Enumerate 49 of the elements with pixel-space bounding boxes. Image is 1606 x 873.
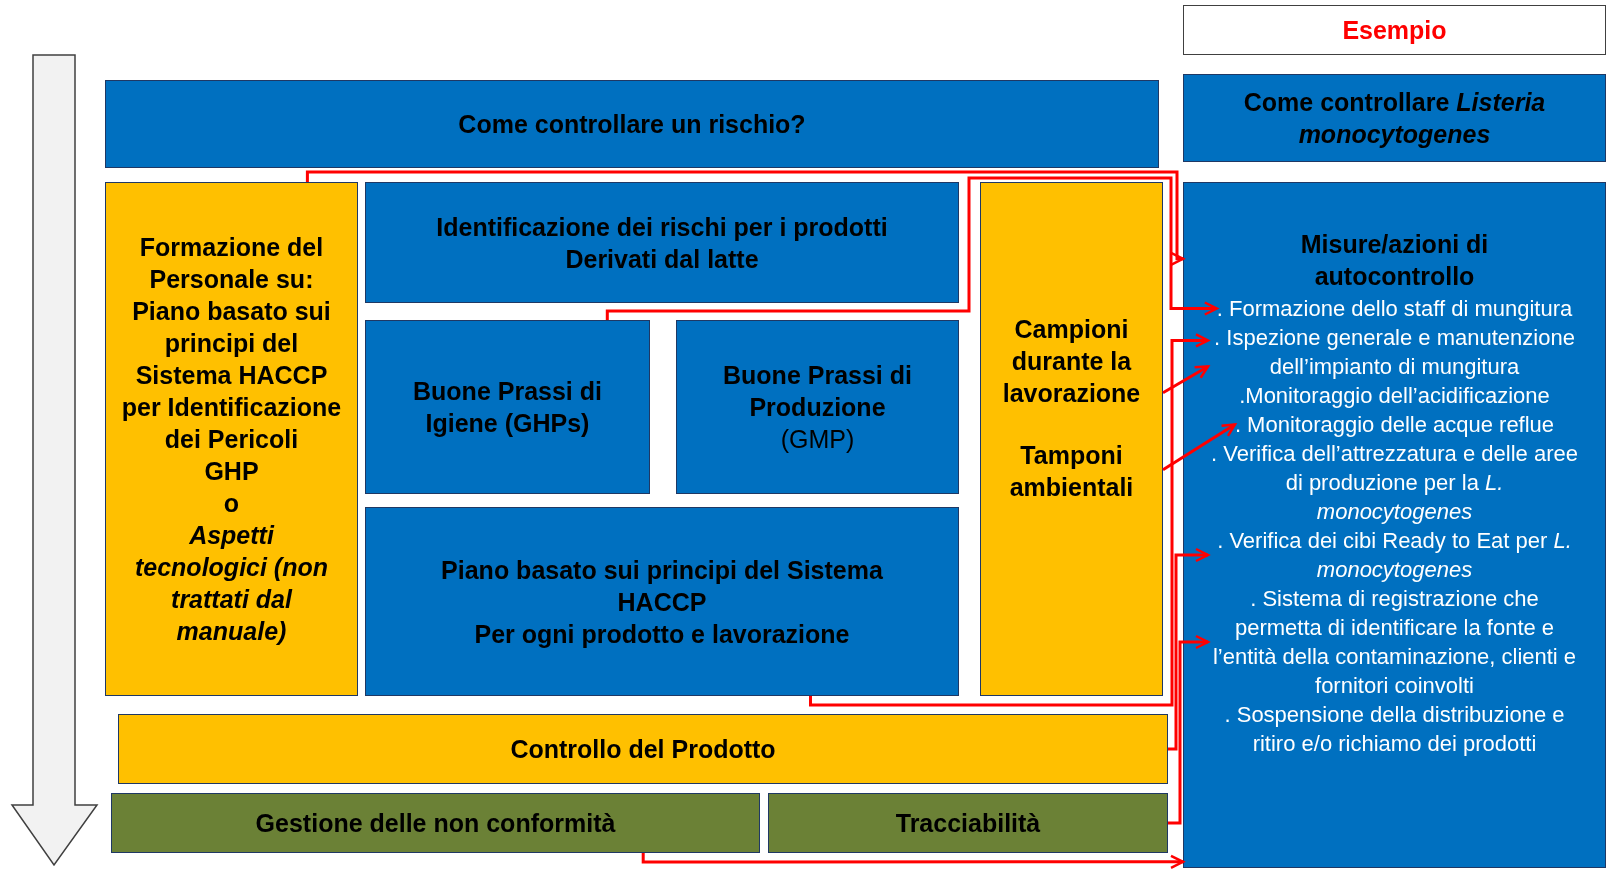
box-label: Buone Prassi di Igiene (GHPs): [412, 376, 603, 439]
process-bar: [111, 793, 760, 853]
heading-text: Esempio: [1342, 15, 1447, 46]
process-box: [365, 507, 959, 696]
box-label: Aspetti tecnologici (non trattati dal manuale): [133, 520, 329, 647]
training-box: [105, 182, 358, 696]
action-item: . Sistema di registrazione che permetta di identificare la fonte e l’entità della contaminazione, clienti e fornitori coinvolti: [1208, 584, 1581, 700]
arrow: [1168, 634, 1210, 825]
box-label: Piano basato sui principi del Sistema HACCP per Identificazione dei Pericoli: [120, 296, 343, 455]
action-item: . Monitoraggio delle acque reflue: [1234, 410, 1555, 439]
heading-text: Misure/azioni di autocontrollo: [1299, 229, 1490, 292]
action-item: . Formazione dello staff di mungitura: [1216, 294, 1573, 323]
sampling-box: [980, 182, 1163, 696]
box-label: (GMP): [780, 424, 855, 455]
box-label: Campioni durante la lavorazione: [1001, 314, 1142, 409]
box-label: Formazione del Personale su:: [138, 232, 325, 295]
arrow: [305, 170, 1185, 267]
process-bar: [768, 793, 1168, 853]
process-box: [365, 182, 959, 303]
box-label: Per ogni prodotto e lavorazione: [474, 618, 850, 650]
box-label: Tracciabilità: [895, 808, 1041, 839]
arrow: [1168, 547, 1210, 751]
box-label: Controllo del Prodotto: [510, 734, 776, 765]
box-label: Identificazione dei rischi per i prodotti Derivati dal latte: [435, 211, 889, 275]
action-item: . Sospensione della distribuzione e ritiro e/o richiamo dei prodotti: [1208, 700, 1581, 758]
actions-panel: [1183, 182, 1606, 868]
arrow: [605, 176, 1219, 321]
process-box: [676, 320, 959, 494]
heading-box: [1183, 5, 1606, 55]
box-label: GHP: [203, 456, 260, 487]
arrow: [1162, 423, 1237, 472]
box-label: Come controllare un rischio?: [458, 109, 806, 140]
box-label: Tamponi ambientali: [1008, 440, 1135, 503]
action-item: . Ispezione generale e manutenzione dell’impianto di mungitura: [1208, 323, 1581, 381]
box-label: Gestione delle non conformità: [255, 808, 616, 839]
box-label: Piano basato sui principi del Sistema HACCP: [440, 554, 884, 618]
arrow: [809, 333, 1210, 707]
arrow: [1162, 365, 1210, 394]
action-item: . Verifica dell’attrezzatura e delle aree di produzione per la L. monocytogenes: [1208, 439, 1581, 526]
question-banner: [105, 80, 1159, 168]
box-label: Come controllare Listeria monocytogenes: [1242, 87, 1547, 150]
box-label: o: [222, 488, 241, 519]
process-box: [365, 320, 650, 494]
arrow: [641, 853, 1185, 870]
process-bar: [118, 714, 1168, 784]
heading-banner: [1183, 74, 1606, 162]
action-item: . Verifica dei cibi Ready to Eat per L. monocytogenes: [1208, 526, 1581, 584]
action-item: .Monitoraggio dell’acidificazione: [1239, 381, 1550, 410]
box-label: Buone Prassi di Produzione: [722, 360, 913, 423]
